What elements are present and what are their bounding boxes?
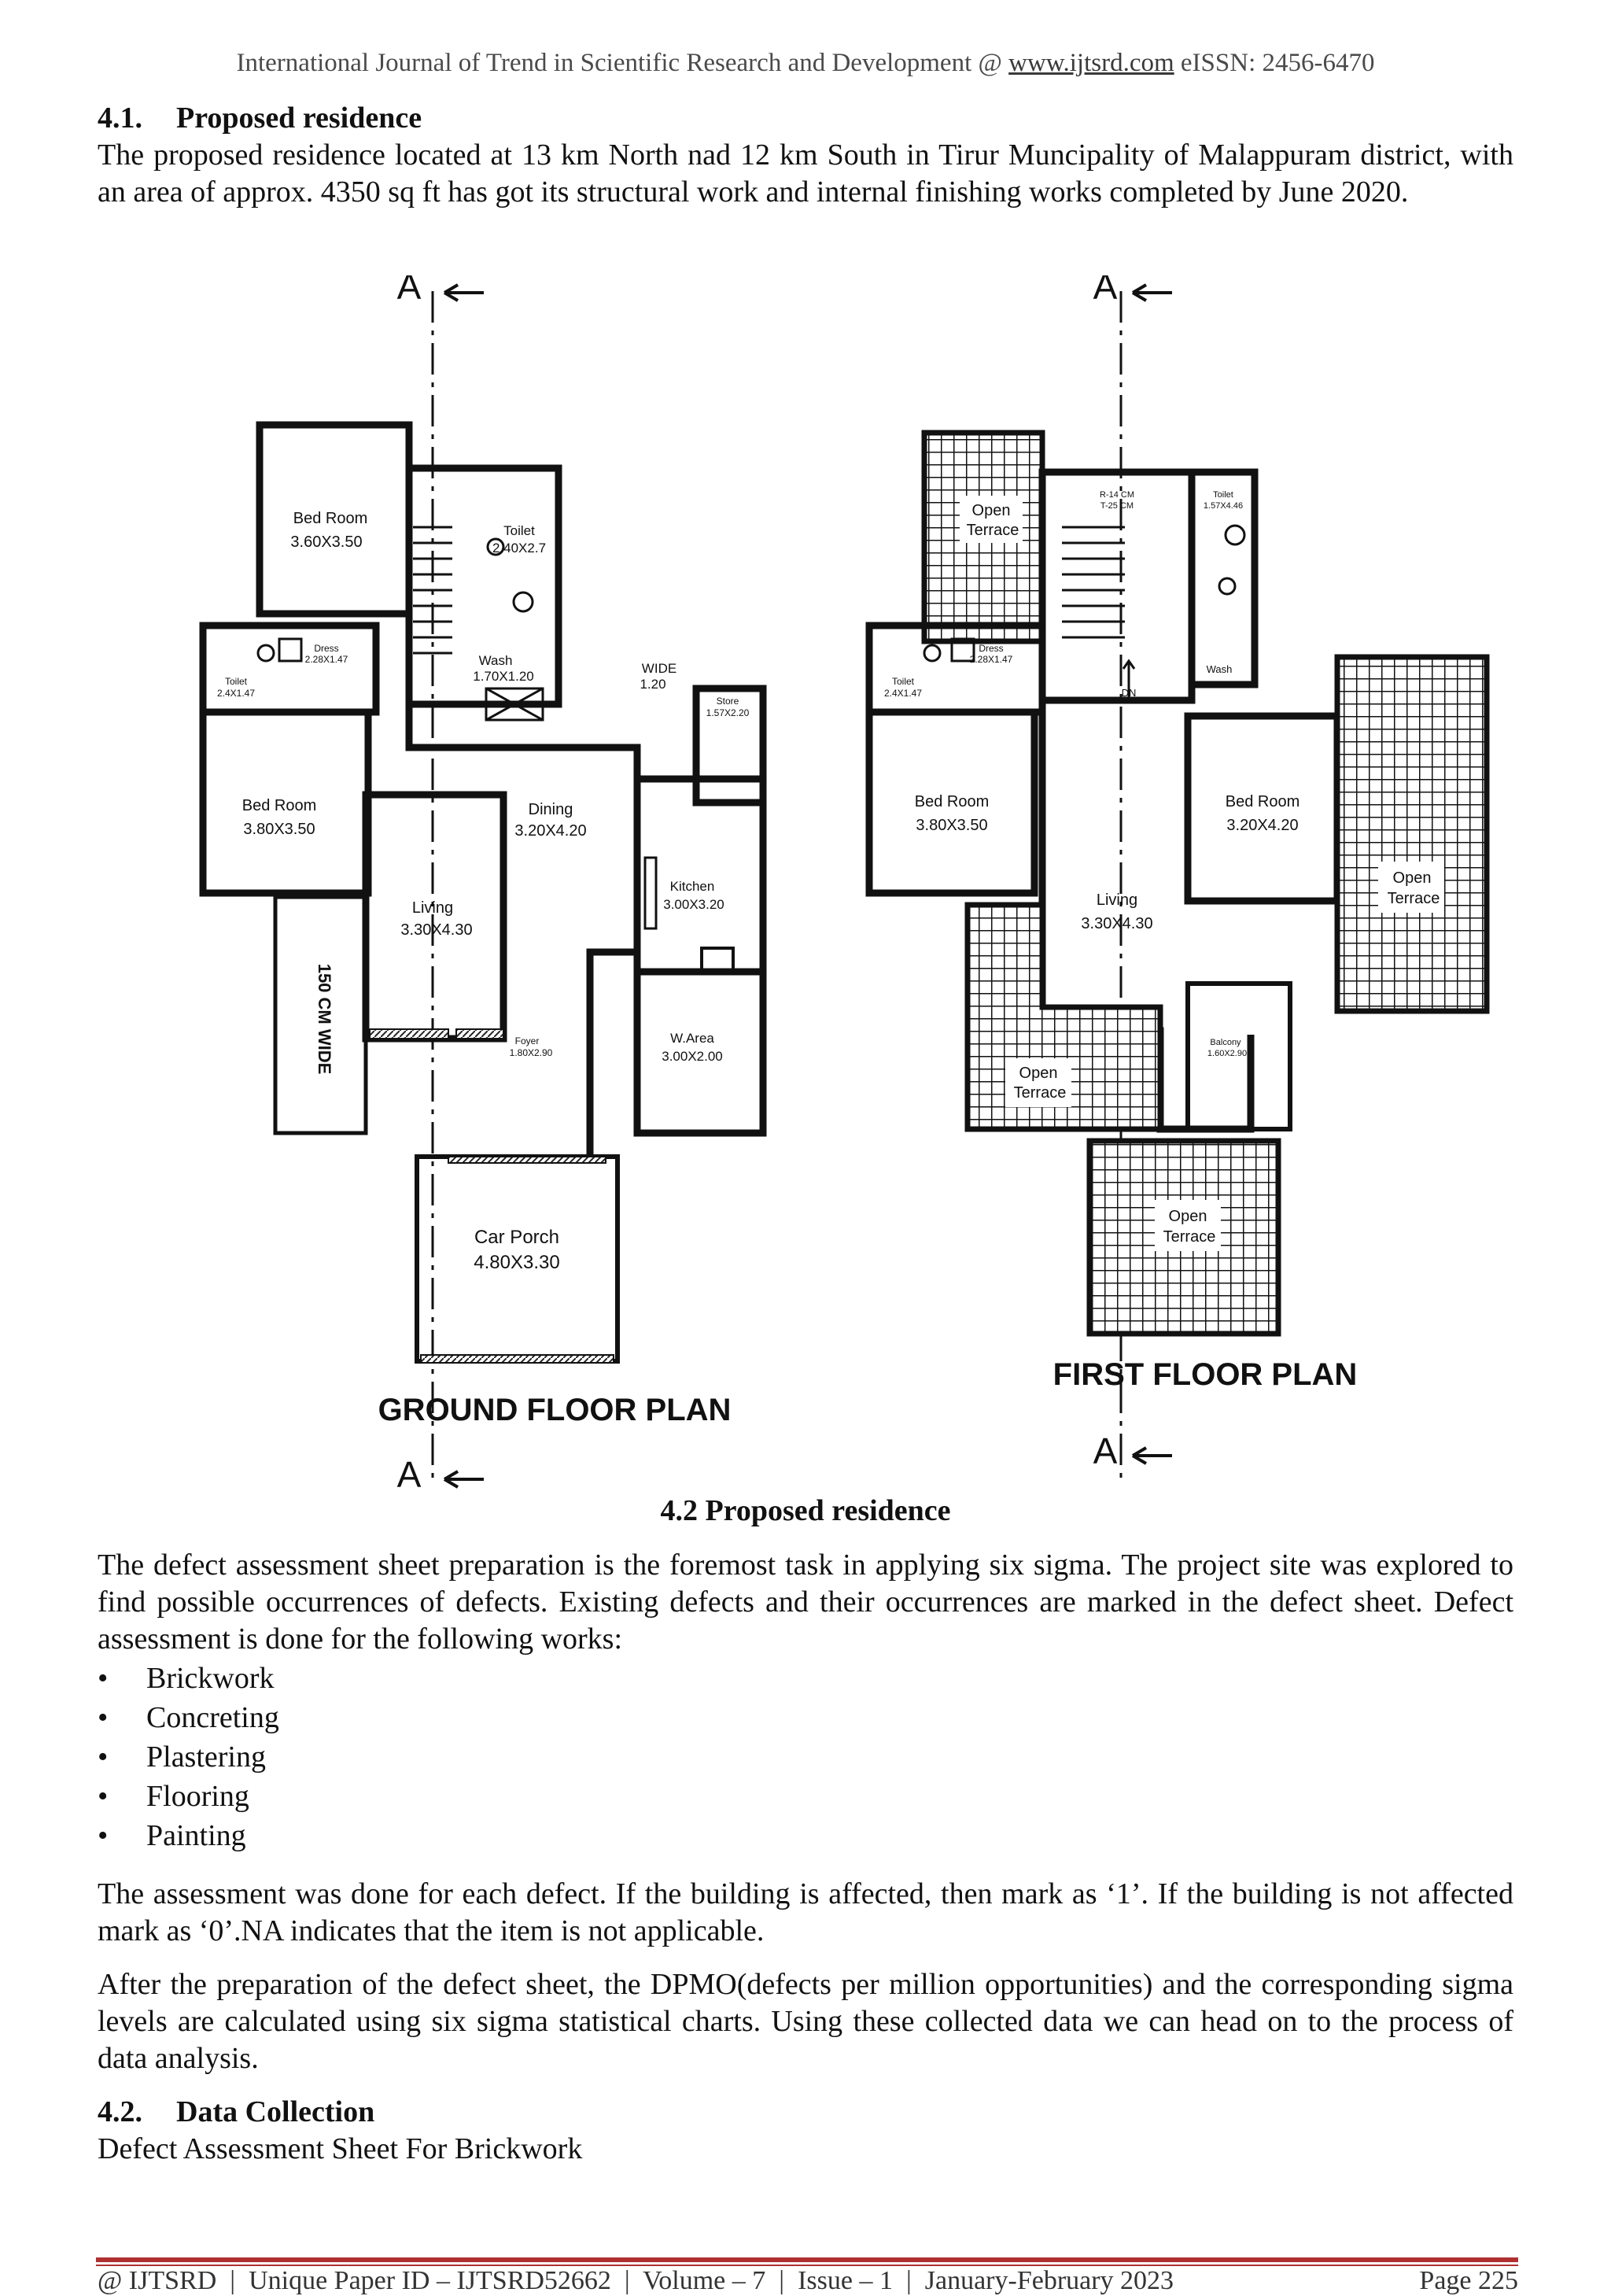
section-mark-top-left: A [397,275,422,307]
gf-carporch-size: 4.80X3.30 [474,1252,559,1273]
ff-terrace4-line1: Open [1169,1208,1207,1225]
gf-toilet2-size: 2.4X1.47 [217,688,255,699]
footer-rule [96,2257,1518,2262]
ff-toilet1-name: Toilet [1213,490,1233,500]
first-floor-labels: A A Open Terrace R-14 CM T-25 CM Toilet … [884,275,1444,1471]
ff-toilet2-size: 2.4X1.47 [884,688,922,699]
ff-dress-name: Dress [979,643,1003,654]
gf-living-name: Living [412,899,453,917]
dpmo-paragraph: After the preparation of the defect shee… [98,1968,1513,2075]
ff-terrace1-line1: Open [972,502,1011,519]
ff-living-name: Living [1097,891,1137,909]
ground-floor-labels: A A Bed Room 3.60X3.50 Toilet 2.40X2.7 D… [217,275,750,1495]
gf-kitchen-size: 3.00X3.20 [663,897,724,912]
running-footer: @ IJTSRD | Unique Paper ID – IJTSRD52662… [98,2266,1518,2296]
gf-store-name: Store [717,696,739,707]
gf-foyer-size: 1.80X2.90 [510,1047,553,1058]
first-floor-title: FIRST FLOOR PLAN [1053,1357,1358,1392]
section-title: Proposed residence [176,102,422,135]
gf-dining-size: 3.20X4.20 [514,822,586,840]
gf-wide-size: 1.20 [640,677,665,692]
gf-wash-name: Wash [479,653,513,668]
issn: eISSN: 2456-6470 [1174,49,1375,77]
journal-url-link[interactable]: www.ijtsrd.com [1008,49,1174,77]
ff-wash-label: Wash [1207,663,1233,675]
gf-wash-size: 1.70X1.20 [473,669,534,684]
section-mark-top-right: A [1093,275,1118,307]
gf-kitchen-name: Kitchen [670,879,715,894]
ff-bedroom2-size: 3.20X4.20 [1226,817,1298,834]
gf-toilet1-name: Toilet [503,523,535,538]
ff-living-size: 3.30X4.30 [1081,915,1152,932]
gf-bedroom1-size: 3.60X3.50 [290,533,362,551]
section-title: Data Collection [176,2095,375,2128]
gf-bedroom2-size: 3.80X3.50 [243,821,315,838]
footer-rule-thin [96,2265,1518,2266]
section-number: 4.1. [98,102,142,135]
gf-living-size: 3.30X4.30 [400,921,472,939]
ff-stair-riser: R-14 CM [1100,490,1134,500]
ff-terrace2-line2: Terrace [1388,890,1440,907]
gf-foyer-name: Foyer [515,1035,540,1046]
gf-dining-name: Dining [529,801,573,818]
section-mark-bottom-right: A [1093,1430,1118,1471]
gf-workarea-size: 3.00X2.00 [662,1049,723,1064]
ff-terrace4-line2: Terrace [1163,1228,1216,1246]
ff-bedroom1-size: 3.80X3.50 [916,817,987,834]
figure-caption: 4.2 Proposed residence [660,1494,951,1527]
section-mark-bottom-left: A [397,1454,422,1495]
gf-bedroom2-name: Bed Room [242,797,317,814]
floor-plan-figure: A A Bed Room 3.60X3.50 Toilet 2.40X2.7 D… [199,275,1490,1495]
gf-carporch-name: Car Porch [474,1227,559,1248]
gf-toilet1-size: 2.40X2.7 [492,541,546,556]
running-header: International Journal of Trend in Scient… [0,49,1611,78]
ff-down-label: DN [1122,687,1137,699]
defect-sheet-paragraph: The defect assessment sheet preparation … [98,1549,1513,1656]
gf-wide-label: WIDE [642,661,676,676]
list-item: Flooring [98,1777,279,1816]
page-number: Page 225 [1419,2266,1518,2295]
ff-terrace3-line1: Open [1019,1065,1058,1082]
works-list: Brickwork Concreting Plastering Flooring… [98,1659,279,1855]
ground-floor-title: GROUND FLOOR PLAN [378,1393,732,1427]
gf-toilet2-name: Toilet [225,676,248,687]
ff-dress-size: 2.28X1.47 [970,654,1013,665]
section-heading-4-2: 4.2. Data Collection [98,2095,374,2129]
gf-store-size: 1.57X2.20 [706,707,750,718]
gf-dress-name: Dress [314,643,338,654]
ff-balcony-name: Balcony [1210,1038,1241,1047]
ff-bedroom2-name: Bed Room [1226,793,1300,810]
ff-terrace1-line2: Terrace [967,522,1019,539]
list-item: Painting [98,1816,279,1855]
ff-terrace2-line1: Open [1393,869,1432,887]
ff-bedroom1-name: Bed Room [915,793,990,810]
gf-dress-size: 2.28X1.47 [305,654,348,665]
section-4-2-subtitle: Defect Assessment Sheet For Brickwork [98,2132,583,2165]
gf-corridor-width: 150 CM WIDE [315,964,334,1075]
section-heading-4-1: 4.1. Proposed residence [98,101,422,135]
ff-toilet2-name: Toilet [892,676,915,687]
ff-terrace3-line2: Terrace [1014,1084,1067,1102]
list-item: Concreting [98,1698,279,1737]
ff-toilet1-size: 1.57X4.46 [1204,501,1243,511]
ff-stair-tread: T-25 CM [1100,501,1134,511]
list-item: Brickwork [98,1659,279,1698]
ground-floor-plan [199,291,767,1479]
gf-workarea-name: W.Area [670,1031,714,1046]
footer-info: @ IJTSRD | Unique Paper ID – IJTSRD52662… [98,2266,1174,2295]
list-item: Plastering [98,1737,279,1777]
assessment-paragraph: The assessment was done for each defect.… [98,1877,1513,1947]
section-4-1-body: The proposed residence located at 13 km … [98,138,1513,209]
section-number: 4.2. [98,2095,142,2128]
gf-bedroom1-name: Bed Room [293,510,368,527]
ff-balcony-size: 1.60X2.90 [1207,1049,1247,1058]
journal-name: International Journal of Trend in Scient… [236,49,1009,77]
